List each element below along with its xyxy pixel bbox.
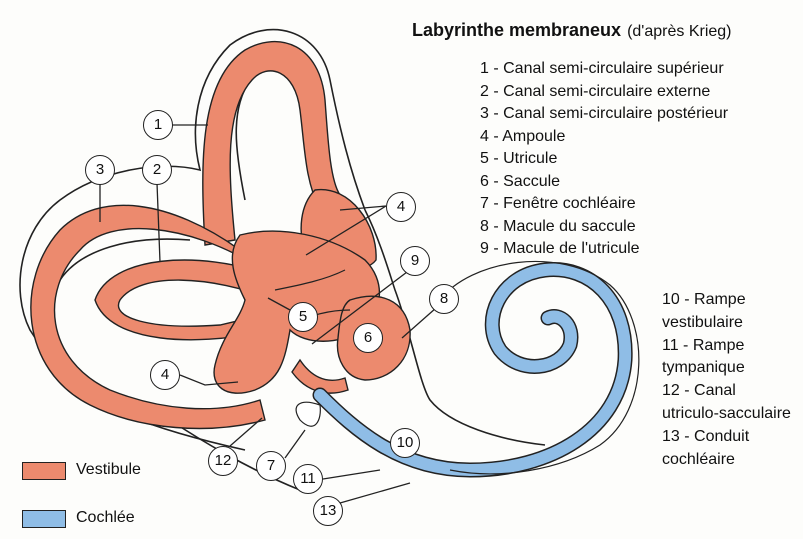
callout-3: 3 (85, 155, 115, 185)
callout-8: 8 (429, 284, 459, 314)
callout-6: 6 (353, 323, 383, 353)
cochlee-key-label: Cochlée (76, 509, 135, 527)
callout-4-ampoule-inferieure: 4 (150, 360, 180, 390)
legend-item: 10 - Rampe (662, 289, 791, 312)
title-sub: (d'après Krieg) (627, 23, 731, 40)
leader-7 (285, 430, 305, 458)
leader-13 (340, 483, 410, 503)
legend-item: 9 - Macule de l'utricule (480, 238, 728, 261)
title-main: Labyrinthe membraneux (412, 20, 621, 40)
callout-10: 10 (390, 428, 420, 458)
diagram-title: Labyrinthe membraneux (d'après Krieg) (412, 20, 732, 41)
callout-13: 13 (313, 496, 343, 526)
vestibule-color-key (22, 462, 66, 480)
callout-11: 11 (293, 464, 323, 494)
legend-item: 1 - Canal semi-circulaire supérieur (480, 58, 728, 81)
legend-item: 13 - Conduit (662, 426, 791, 449)
callout-4-ampoule-superieure: 4 (386, 192, 416, 222)
leader-11 (323, 470, 380, 479)
legend-item: 2 - Canal semi-circulaire externe (480, 81, 728, 104)
legend-item: 11 - Rampe (662, 335, 791, 358)
legend-item: 7 - Fenêtre cochléaire (480, 193, 728, 216)
callout-2: 2 (142, 155, 172, 185)
cochlee-color-key (22, 510, 66, 528)
callout-12: 12 (208, 446, 238, 476)
legend-item: 4 - Ampoule (480, 126, 728, 149)
legend-item: 12 - Canal (662, 380, 791, 403)
vestibule-key-label: Vestibule (76, 461, 141, 479)
legend-item: 6 - Saccule (480, 171, 728, 194)
legend-list: 1 - Canal semi-circulaire supérieur 2 - … (480, 58, 728, 261)
legend-item: vestibulaire (662, 312, 791, 335)
legend-list-cochlea: 10 - Rampe vestibulaire 11 - Rampe tympa… (662, 289, 791, 471)
callout-1: 1 (143, 110, 173, 140)
legend-item: 5 - Utricule (480, 148, 728, 171)
legend-item: cochléaire (662, 449, 791, 472)
legend-item: tympanique (662, 357, 791, 380)
callout-9: 9 (400, 246, 430, 276)
legend-item: 3 - Canal semi-circulaire postérieur (480, 103, 728, 126)
callout-5: 5 (288, 302, 318, 332)
fenetre-cochleaire (296, 402, 320, 426)
vestibule-structures (31, 42, 410, 429)
legend-item: 8 - Macule du saccule (480, 216, 728, 239)
legend-item: utriculo-sacculaire (662, 403, 791, 426)
callout-7: 7 (256, 451, 286, 481)
